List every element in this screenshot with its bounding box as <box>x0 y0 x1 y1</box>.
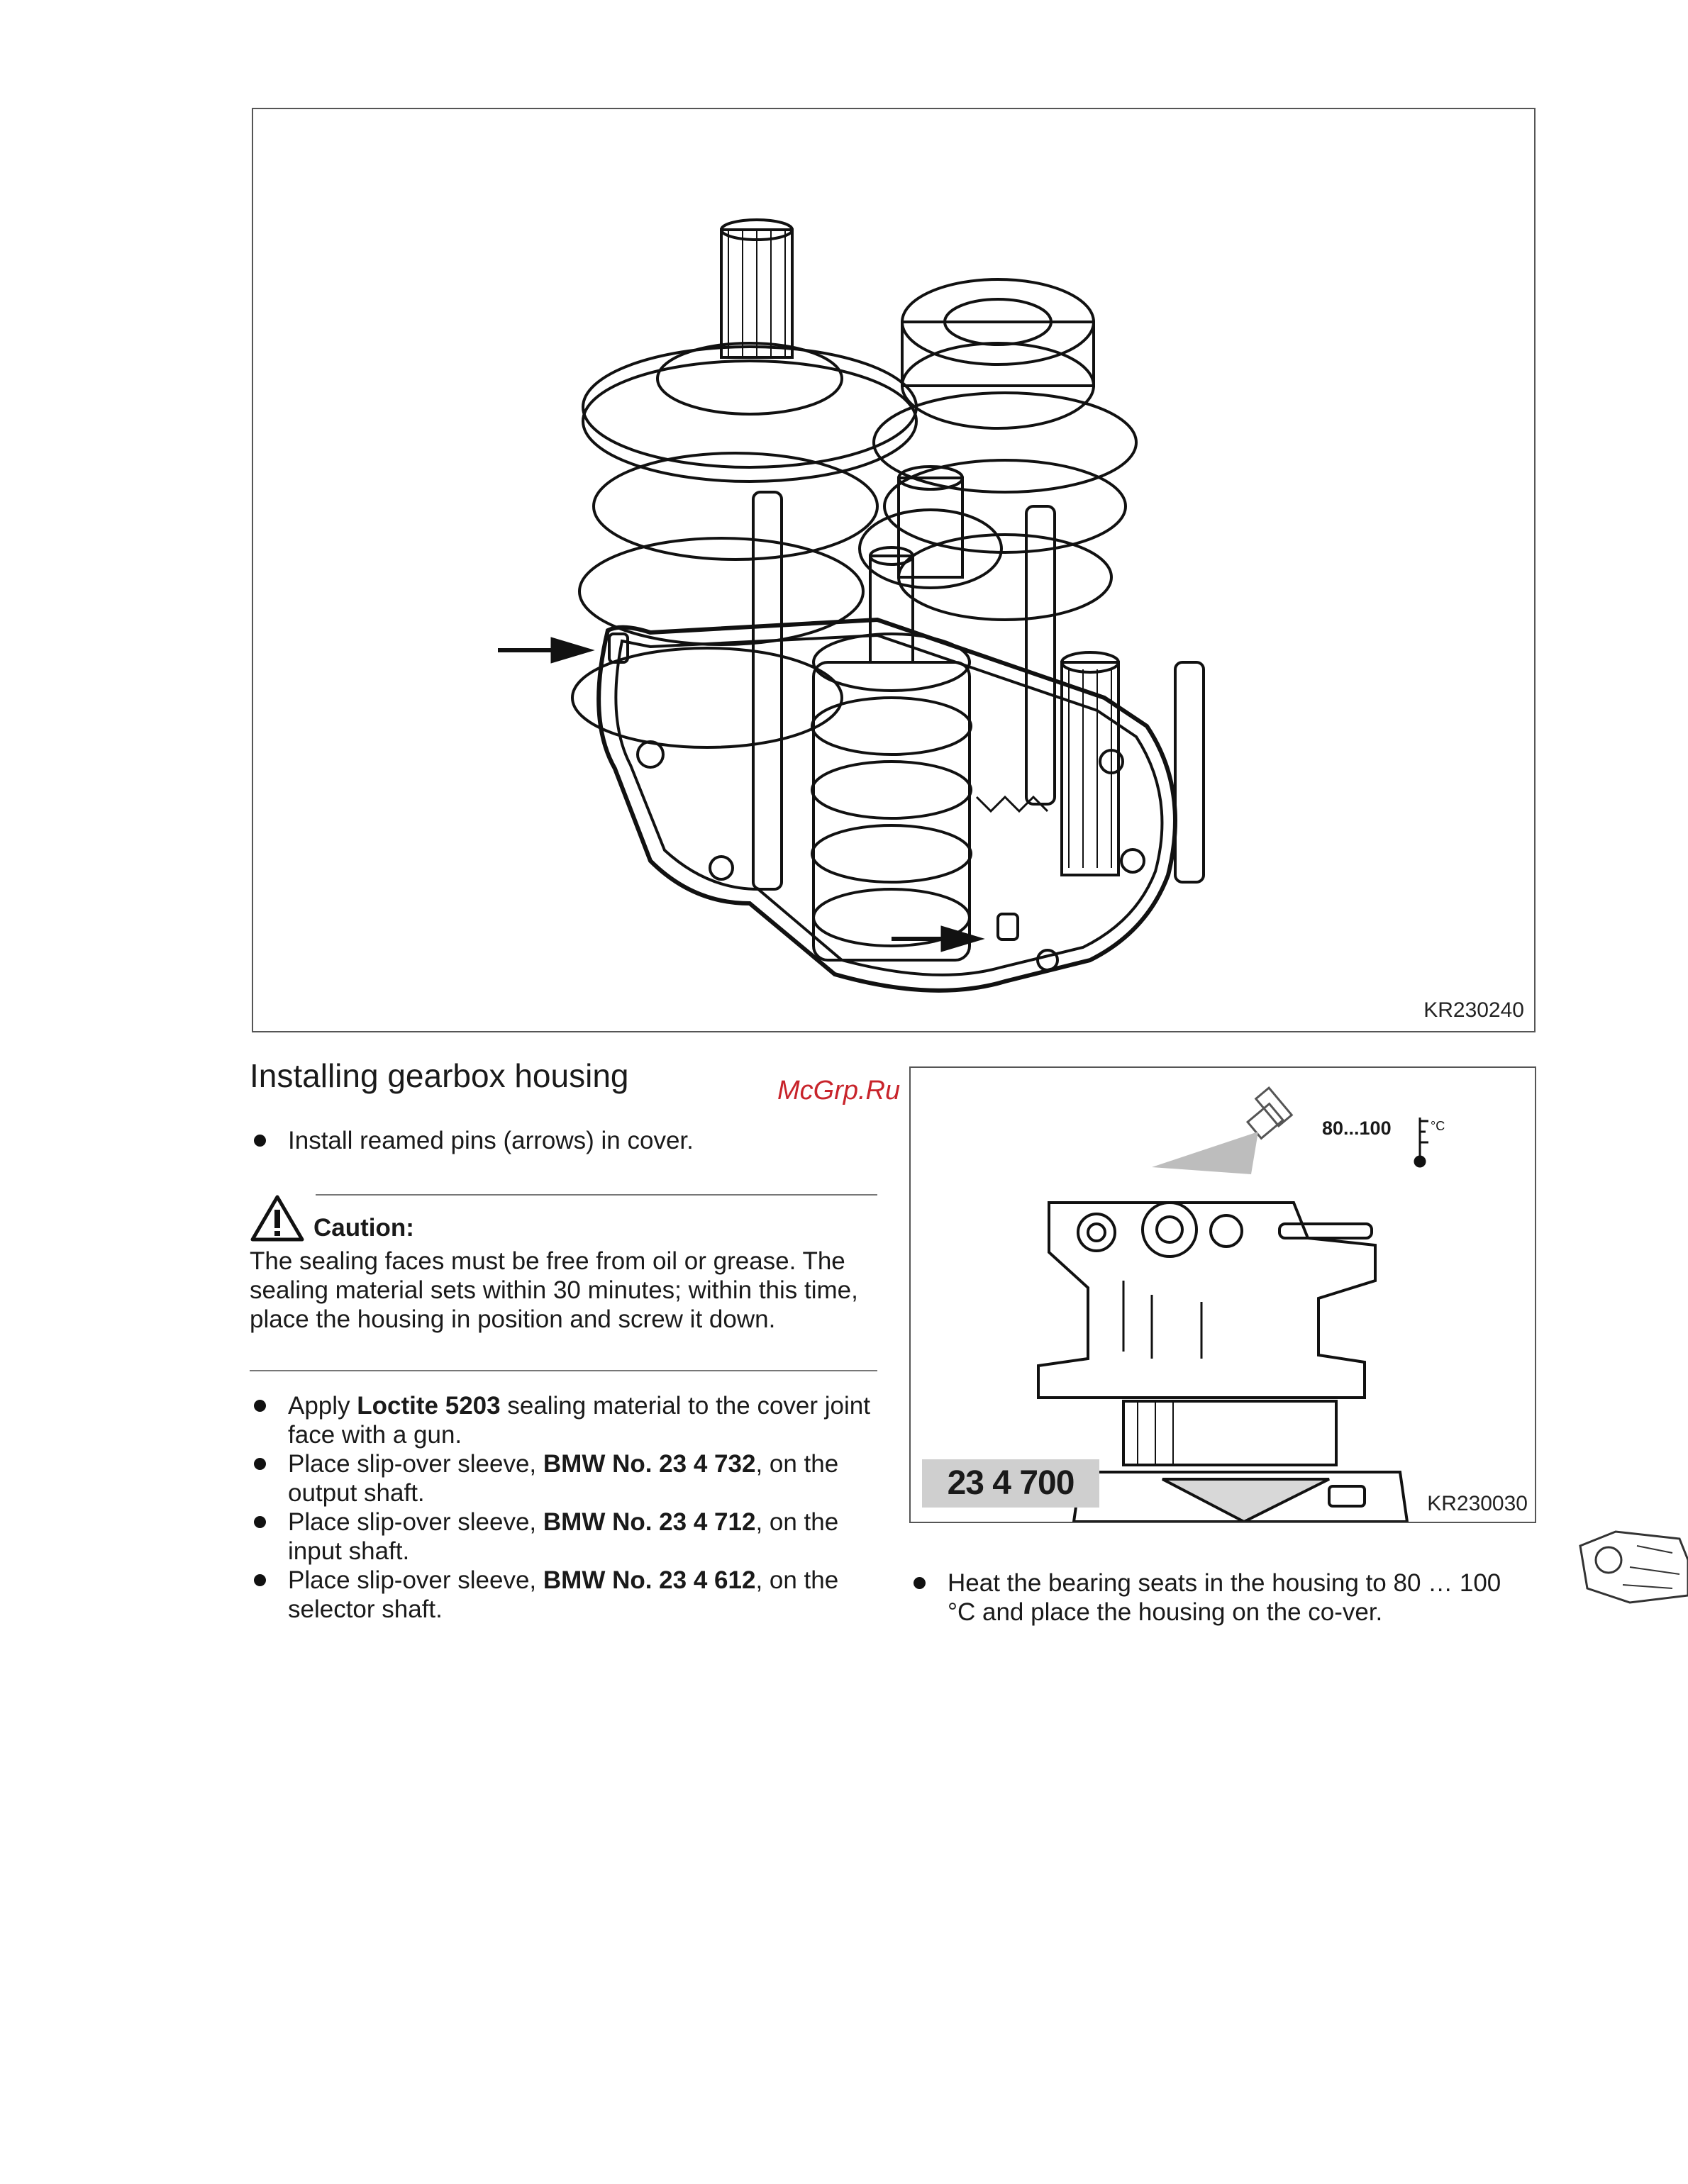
warning-triangle-icon <box>250 1195 304 1242</box>
caution-rule-bottom <box>250 1370 877 1371</box>
thermometer-icon <box>1414 1118 1428 1168</box>
list-item: Place slip-over sleeve, BMW No. 23 4 612… <box>250 1566 874 1624</box>
list-item: Install reamed pins (arrows) in cover. <box>250 1126 874 1155</box>
tool-number-label: 23 4 700 <box>922 1459 1099 1508</box>
gearbox-thumbnail-image <box>1579 1530 1688 1604</box>
caution-header: Caution: <box>250 1193 414 1242</box>
watermark: McGrp.Ru <box>777 1076 901 1105</box>
arrow-markers <box>498 637 985 952</box>
list-item: Place slip-over sleeve, BMW No. 23 4 732… <box>250 1449 874 1508</box>
section-title: Installing gearbox housing <box>250 1057 629 1094</box>
caution-label: Caution: <box>313 1214 414 1242</box>
gearbox-assembly-drawing <box>498 218 1205 993</box>
steps-list-b: Apply Loctite 5203 sealing material to t… <box>250 1391 874 1624</box>
housing-on-fixture-drawing: °C <box>1037 1086 1445 1522</box>
main-illustration-frame: KR230240 <box>252 108 1536 1032</box>
heating-illustration-frame: °C 80...100 23 4 700 KR230030 <box>909 1066 1536 1523</box>
heat-gun-icon <box>1245 1086 1294 1140</box>
caution-rule-top <box>316 1194 877 1196</box>
steps-list-c: Heat the bearing seats in the housing to… <box>909 1569 1533 1627</box>
list-item: Apply Loctite 5203 sealing material to t… <box>250 1391 874 1449</box>
figure-code: KR230030 <box>1427 1492 1528 1515</box>
temperature-range: 80...100 <box>1322 1118 1392 1139</box>
steps-list-a: Install reamed pins (arrows) in cover. <box>250 1126 874 1155</box>
list-item: Heat the bearing seats in the housing to… <box>909 1569 1533 1627</box>
figure-code: KR230240 <box>1423 998 1524 1022</box>
list-item: Place slip-over sleeve, BMW No. 23 4 712… <box>250 1508 874 1566</box>
caution-text: The sealing faces must be free from oil … <box>250 1247 858 1333</box>
temp-unit: °C <box>1431 1119 1445 1133</box>
